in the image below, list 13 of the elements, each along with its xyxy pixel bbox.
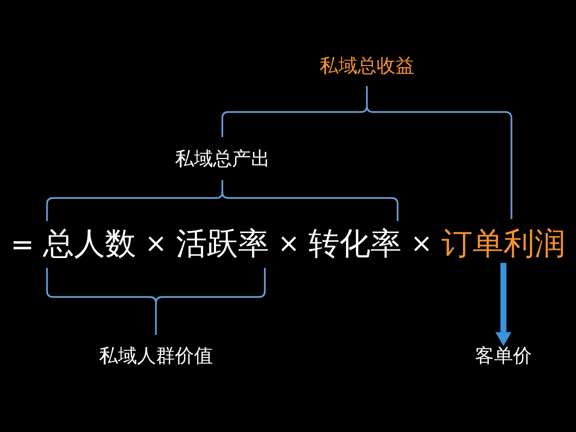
result-label: 客单价	[474, 346, 532, 368]
formula-term: 活跃率	[176, 227, 269, 263]
equals-sign: =	[10, 228, 34, 262]
brace-label: 私域人群价值	[98, 346, 213, 368]
brace-label: 私域总产出	[174, 149, 270, 171]
times-sign: ×	[145, 230, 167, 260]
arrow	[495, 262, 512, 346]
formula-term: 转化率	[308, 227, 402, 263]
formula-term: 订单利润	[441, 227, 566, 263]
times-sign: ×	[410, 230, 432, 260]
brace-label: 私域总收益	[319, 56, 414, 78]
formula-term: 总人数	[43, 227, 136, 263]
times-sign: ×	[278, 230, 300, 260]
